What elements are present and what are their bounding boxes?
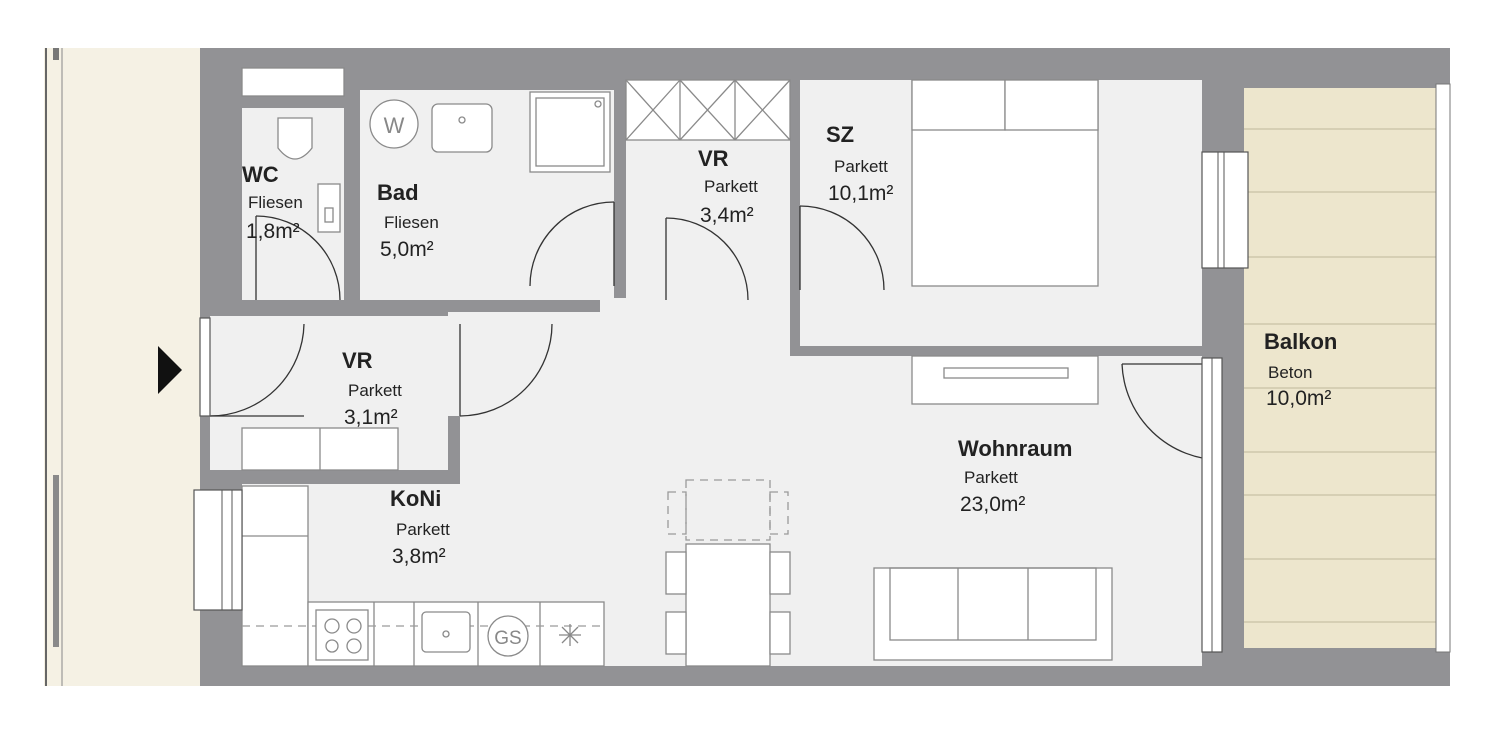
bad-material: Fliesen: [384, 213, 439, 232]
dishwasher-icon: [487, 615, 529, 657]
koni-area: 3,8m²: [392, 545, 446, 568]
kitchen-window: [193, 489, 243, 611]
vr-top-material: Parkett: [704, 177, 758, 196]
bad-sink-icon: [431, 103, 493, 153]
vr-top-name: VR: [698, 146, 729, 171]
vr-top-area: 3,4m²: [700, 204, 754, 227]
sofa-icon: [873, 567, 1113, 661]
balkon-name: Balkon: [1264, 329, 1337, 354]
windows: [193, 151, 1249, 653]
shower-icon: [529, 91, 611, 173]
kitchen-sink-icon: [421, 611, 471, 653]
wohnraum-area: 23,0m²: [960, 493, 1025, 516]
wc-material: Fliesen: [248, 193, 303, 212]
wc-name: WC: [242, 162, 279, 187]
wohnraum-material: Parkett: [964, 468, 1018, 487]
cooktop-icon: [315, 609, 369, 661]
vr-entry-area: 3,1m²: [344, 406, 398, 429]
entrance-arrow-icon: [158, 346, 182, 394]
sz-name: SZ: [826, 122, 854, 147]
bed-icon: [911, 79, 1099, 287]
koni-material: Parkett: [396, 520, 450, 539]
fridge-icon: [559, 624, 581, 646]
corridor-grille: [53, 475, 59, 647]
balcony-floor: [1244, 88, 1436, 648]
wc-area: 1,8m²: [246, 220, 300, 243]
balcony-railing: [1435, 83, 1451, 653]
wohnraum-name: Wohnraum: [958, 436, 1072, 461]
dining-table-icon: [665, 479, 791, 667]
vr-entry-material: Parkett: [348, 381, 402, 400]
wardrobe-icon: [625, 79, 791, 141]
sz-material: Parkett: [834, 157, 888, 176]
bad-area: 5,0m²: [380, 238, 434, 261]
toilet-icon: [277, 117, 313, 160]
sz-window: [1201, 151, 1249, 269]
bad-name: Bad: [377, 180, 419, 205]
vr-entry-name: VR: [342, 348, 373, 373]
doors: [209, 201, 1223, 461]
balcony-boards: [1244, 128, 1436, 623]
washer-icon: [369, 99, 419, 149]
entrance-frame: [199, 317, 211, 417]
balkon-material: Beton: [1268, 363, 1312, 382]
wc-shelf: [241, 67, 345, 97]
tv-sideboard-icon: [911, 355, 1099, 405]
sz-area: 10,1m²: [828, 182, 893, 205]
gas-stove-label: GS: [494, 628, 521, 649]
washer-label: W: [384, 113, 405, 138]
entry-closet-icon: [241, 427, 399, 471]
koni-name: KoNi: [390, 486, 441, 511]
balkon-area: 10,0m²: [1266, 387, 1331, 410]
